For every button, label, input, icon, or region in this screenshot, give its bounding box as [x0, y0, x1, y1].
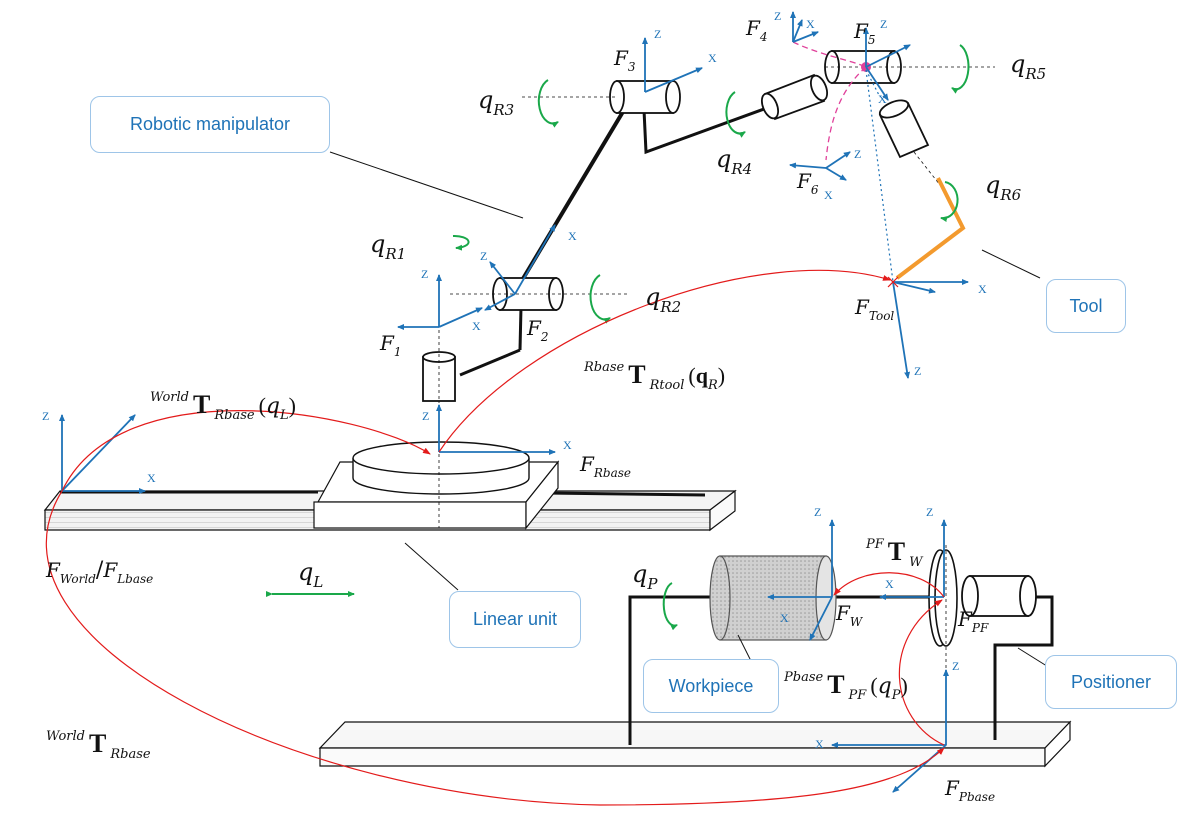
- label-f5: F5: [853, 19, 876, 47]
- label-fpbase: FPbase: [944, 776, 995, 804]
- label-T-world-rbase: World T Rbase: [46, 727, 151, 762]
- robot-base-turntable: [352, 400, 530, 528]
- f5-z-label: Z: [880, 17, 887, 31]
- frame-3-axes: Z X: [642, 27, 717, 93]
- rot-r5-arrow: [951, 44, 970, 94]
- label-f3: F3: [613, 46, 636, 74]
- f6-z-label: Z: [854, 147, 861, 161]
- joint-4-cylinder: [760, 73, 829, 121]
- label-frbase: FRbase: [579, 452, 631, 480]
- callout-positioner: Positioner: [1045, 655, 1177, 709]
- label-qr3: qR3: [478, 86, 514, 119]
- frame-tool-axes: X Z: [887, 276, 987, 379]
- pf-z-label: Z: [926, 505, 933, 519]
- joint-3-cylinder: [522, 80, 681, 114]
- label-qr1: qR1: [370, 230, 406, 263]
- frame-1-axes: Z X: [397, 267, 483, 333]
- label-ql: qL: [298, 558, 323, 591]
- world-x-label: X: [147, 471, 156, 485]
- curve-world-pbase: [46, 490, 945, 806]
- tool-path-curves: [792, 41, 867, 161]
- frame-world-axes: Z X: [42, 409, 156, 494]
- f2-x-label: X: [568, 229, 577, 243]
- rot-r3-arrow: [537, 79, 559, 128]
- curve-pbase-pf: [898, 599, 945, 746]
- label-f6: F6: [796, 169, 819, 197]
- f4-x-label: X: [806, 17, 815, 31]
- frame-6-axes: Z X: [789, 147, 861, 202]
- callout-linear-unit: Linear unit: [449, 591, 581, 648]
- label-f4: F4: [745, 16, 768, 44]
- label-fpf: FPF: [957, 607, 989, 635]
- label-qr2: qR2: [645, 283, 681, 316]
- robot-arm-links: [459, 98, 776, 377]
- f4-z-label: Z: [774, 9, 781, 23]
- label-fworld-flbase: FWorld/FLbase: [45, 558, 153, 586]
- transform-labels: World T Rbase (qL) Rbase T Rtool (qR) PF…: [46, 358, 924, 762]
- rbase-z-label: Z: [422, 409, 429, 423]
- tool-link: [865, 69, 966, 283]
- label-f1: F1: [379, 331, 402, 359]
- positioner-faceplate: [928, 549, 958, 647]
- w-z-label: Z: [814, 505, 821, 519]
- joint-2-cylinder: [450, 277, 630, 311]
- curve-rbase-tool: [438, 269, 891, 453]
- label-ftool: FTool: [854, 295, 894, 323]
- rotation-arrows: [266, 44, 970, 631]
- curve-pf-w: [833, 572, 945, 598]
- frame-2-axes: Z X: [480, 224, 577, 311]
- label-T-pbase-pf-qp: Pbase T PF (qP): [783, 668, 908, 703]
- curve-world-rbase-ql: [61, 410, 431, 492]
- world-z-label: Z: [42, 409, 49, 423]
- label-qp: qP: [632, 560, 658, 593]
- label-T-pf-w: PF T W: [865, 535, 924, 570]
- callout-leaders: [329, 151, 1051, 669]
- rot-r6-arrow: [940, 181, 959, 222]
- frame-4-axes: Z X: [774, 9, 819, 43]
- label-qr6: qR6: [985, 171, 1022, 204]
- f3-z-label: Z: [654, 27, 661, 41]
- rbase-x-label: X: [563, 438, 572, 452]
- rot-p-arrow: [662, 582, 678, 631]
- label-f2: F2: [526, 316, 549, 344]
- frame-w-axes: Z X: [767, 505, 835, 641]
- f1-x-label: X: [472, 319, 481, 333]
- rot-r1-arrow: [452, 234, 470, 251]
- w-x-label: X: [780, 611, 789, 625]
- tool-z-label: Z: [914, 364, 921, 378]
- f1-z-label: Z: [421, 267, 428, 281]
- frame-rbase-axes: Z X: [422, 404, 572, 455]
- label-T-world-rbase-ql: World T Rbase (qL): [150, 388, 296, 423]
- transform-curves: [46, 269, 945, 806]
- f2-z-label: Z: [480, 249, 487, 263]
- joint-1-cylinder: [422, 330, 456, 402]
- label-qr4: qR4: [716, 145, 752, 178]
- label-fw: FW: [835, 601, 864, 629]
- callout-tool: Tool: [1046, 279, 1126, 333]
- joint-labels: qR1 qR2 qR3 qR4 qR5 qR6 qL qP: [298, 50, 1046, 593]
- joint-6-cylinder: [878, 99, 941, 186]
- pbase-z-label: Z: [952, 659, 959, 673]
- frame-5-axes: Z X: [863, 17, 911, 106]
- rot-r2-arrow: [589, 274, 611, 324]
- label-qr5: qR5: [1010, 50, 1046, 83]
- positioner-motor: [961, 575, 1037, 617]
- callout-robotic-manipulator: Robotic manipulator: [90, 96, 330, 153]
- positioner-base-plate: [318, 720, 1072, 768]
- pbase-x-label: X: [815, 737, 824, 751]
- pf-x-label: X: [885, 577, 894, 591]
- frame-pf-axes: Z X: [879, 505, 947, 600]
- f5-x-label: X: [878, 92, 887, 106]
- rot-r4-arrow: [725, 91, 746, 138]
- tool-x-label: X: [978, 282, 987, 296]
- f6-x-label: X: [824, 188, 833, 202]
- frame-labels: F1 F2 F3 F4 F5 F6 FTool FRbase FWorld/FL…: [45, 16, 995, 804]
- callout-workpiece: Workpiece: [643, 659, 779, 713]
- f3-x-label: X: [708, 51, 717, 65]
- label-T-rbase-rtool-qr: Rbase T Rtool (qR): [583, 358, 725, 393]
